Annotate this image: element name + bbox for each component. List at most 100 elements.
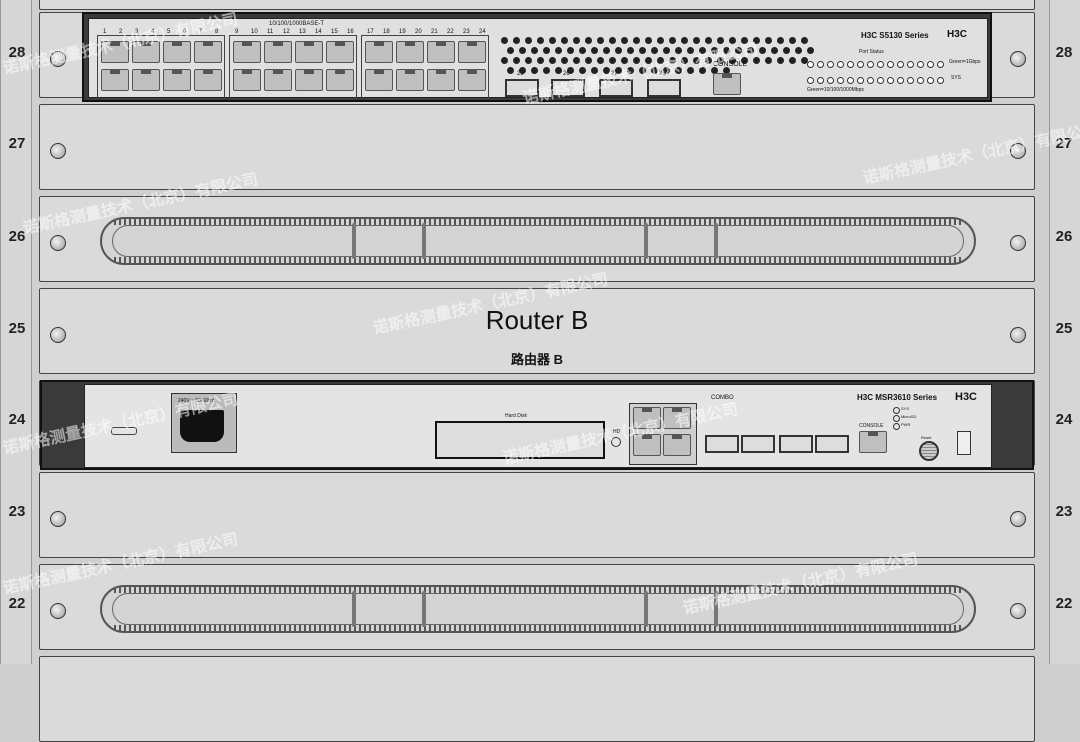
switch-rj45-port[interactable] <box>264 69 292 91</box>
switch-rj45-port[interactable] <box>396 41 424 63</box>
switch-console-port[interactable] <box>713 73 741 95</box>
switch-status-led <box>837 77 844 84</box>
switch-green-speeds: Green=10/100/1000Mbps <box>807 87 864 93</box>
switch-status-led <box>827 77 834 84</box>
switch-rj45-port[interactable] <box>163 69 191 91</box>
unit-number-27-right: 27 <box>1055 135 1073 152</box>
switch-rj45-port[interactable] <box>396 69 424 91</box>
router-combo-port[interactable] <box>663 434 691 456</box>
switch-rj45-port[interactable] <box>365 41 393 63</box>
switch-port-number: 7 <box>199 29 203 35</box>
switch-led-dot <box>723 67 730 74</box>
switch-led-dot <box>639 67 646 74</box>
switch-status-led <box>927 77 934 84</box>
switch-rj45-port[interactable] <box>295 41 323 63</box>
switch-status-led <box>847 77 854 84</box>
switch-led-dot <box>513 37 520 44</box>
switch-rj45-port[interactable] <box>427 41 455 63</box>
reset-knob-icon[interactable] <box>919 441 939 461</box>
switch-rj45-port[interactable] <box>101 69 129 91</box>
switch-rj45-port[interactable] <box>295 69 323 91</box>
switch-sfp-port[interactable] <box>551 79 585 97</box>
router-combo-block <box>629 403 697 465</box>
switch-led-dot <box>603 67 610 74</box>
switch-rj45-port[interactable] <box>326 41 354 63</box>
router-brand-logo: H3C <box>955 391 978 403</box>
mount-screw-icon <box>50 511 66 527</box>
switch-port-number: 15 <box>331 29 338 35</box>
rack-panel-25: Router B 路由器 B <box>39 288 1035 374</box>
switch-port-block-3 <box>361 35 489 99</box>
switch-led-dot <box>711 67 718 74</box>
router-combo-label: COMBO <box>711 395 734 401</box>
switch-led-dot <box>597 57 604 64</box>
switch-led-dot <box>585 57 592 64</box>
switch-sfp-port[interactable] <box>505 79 539 97</box>
switch-led-dot <box>603 47 610 54</box>
switch-rj45-port[interactable] <box>101 41 129 63</box>
switch-rj45-port[interactable] <box>458 69 486 91</box>
router-sfp-port[interactable] <box>815 435 849 453</box>
switch-rj45-port[interactable] <box>194 69 222 91</box>
switch-status-led <box>887 61 894 68</box>
switch-status-led <box>847 61 854 68</box>
switch-led-dot <box>723 47 730 54</box>
switch-port-header: 10/100/1000BASE-T <box>269 21 325 27</box>
switch-rj45-port[interactable] <box>132 41 160 63</box>
switch-rj45-port[interactable] <box>194 41 222 63</box>
router-h3c-msr3610: 240V ~ 50/60Hz Hard Disk HD COMBO H3C MS… <box>40 380 1034 470</box>
hd-led-icon <box>611 437 621 447</box>
switch-sfp-port[interactable] <box>599 79 633 97</box>
router-combo-port[interactable] <box>633 434 661 456</box>
switch-port-number: 16 <box>347 29 354 35</box>
router-hard-disk-label: Hard Disk <box>505 413 527 419</box>
unit-number-26-right: 26 <box>1055 228 1073 245</box>
switch-status-led <box>857 77 864 84</box>
switch-port-number: 9 <box>235 29 239 35</box>
switch-status-led <box>917 61 924 68</box>
switch-led-dot <box>729 37 736 44</box>
switch-rj45-port[interactable] <box>264 41 292 63</box>
mount-screw-icon <box>50 327 66 343</box>
router-power-label: 240V ~ 50/60Hz <box>178 398 214 404</box>
switch-led-dot <box>657 37 664 44</box>
router-series-label: H3C MSR3610 Series <box>857 393 938 402</box>
switch-status-led <box>807 77 814 84</box>
switch-status-led <box>907 61 914 68</box>
switch-rj45-port[interactable] <box>233 41 261 63</box>
router-sfp-port[interactable] <box>741 435 775 453</box>
switch-led-dot <box>537 57 544 64</box>
switch-port-number: 22 <box>447 29 454 35</box>
rack-panel-26 <box>39 196 1035 282</box>
switch-rj45-port[interactable] <box>326 69 354 91</box>
switch-led-dot <box>681 57 688 64</box>
switch-led-dot <box>663 47 670 54</box>
switch-led-dot <box>771 47 778 54</box>
switch-led-dot <box>573 37 580 44</box>
switch-led-dot <box>777 57 784 64</box>
switch-rj45-port[interactable] <box>365 69 393 91</box>
switch-led-dot <box>591 67 598 74</box>
switch-port-number: 4 <box>151 29 155 35</box>
switch-sfp-port[interactable] <box>647 79 681 97</box>
unit-number-28-left: 28 <box>8 44 26 61</box>
switch-led-dot <box>705 57 712 64</box>
router-sfp-port[interactable] <box>779 435 813 453</box>
switch-led-dot <box>579 47 586 54</box>
router-hard-disk-slot[interactable] <box>435 421 605 459</box>
switch-rj45-port[interactable] <box>458 41 486 63</box>
switch-rj45-port[interactable] <box>163 41 191 63</box>
switch-led-dot <box>687 47 694 54</box>
router-combo-port[interactable] <box>663 407 691 429</box>
router-console-port[interactable] <box>859 431 887 453</box>
router-sfp-port[interactable] <box>705 435 739 453</box>
router-combo-port[interactable] <box>633 407 661 429</box>
router-power-inlet[interactable]: 240V ~ 50/60Hz <box>171 393 237 453</box>
switch-green-1gbps: Green=1Gbps <box>949 59 981 65</box>
usb-port-icon[interactable] <box>957 431 971 455</box>
switch-led-dot <box>651 67 658 74</box>
switch-led-dot <box>735 47 742 54</box>
switch-rj45-port[interactable] <box>233 69 261 91</box>
switch-rj45-port[interactable] <box>132 69 160 91</box>
switch-rj45-port[interactable] <box>427 69 455 91</box>
